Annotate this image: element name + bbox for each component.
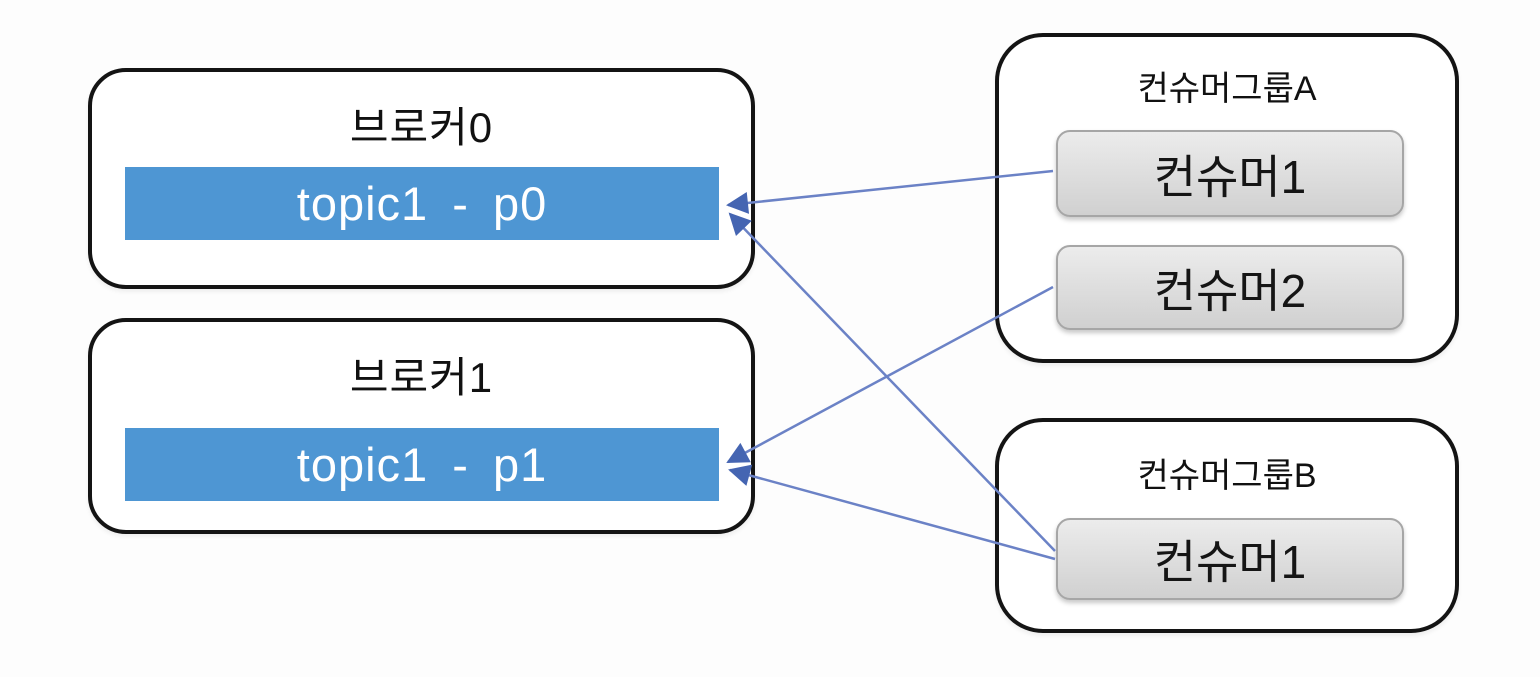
- group-a-consumer1-label: 컨슈머1: [1153, 150, 1307, 203]
- topic1-p1-bar: topic1 - p1: [125, 428, 719, 501]
- group-b-consumer1-label: 컨슈머1: [1153, 536, 1307, 588]
- consumer-group-b-title: 컨슈머그룹B: [1137, 457, 1317, 495]
- group-b-consumer1-box: 컨슈머1: [1056, 518, 1404, 600]
- group-a-consumer2-label: 컨슈머2: [1153, 264, 1307, 317]
- broker1-box: 브로커1 topic1 - p1: [88, 318, 755, 534]
- consumer-group-b-box: 컨슈머그룹B 컨슈머1: [995, 418, 1459, 633]
- topic1-p0-bar: topic1 - p0: [125, 167, 719, 240]
- group-a-consumer1-box: 컨슈머1: [1056, 130, 1404, 217]
- consumer-group-a-box: 컨슈머그룹A 컨슈머1 컨슈머2: [995, 33, 1459, 363]
- consumer-group-a-title: 컨슈머그룹A: [1137, 70, 1317, 108]
- broker1-title: 브로커1: [349, 354, 494, 401]
- topic1-p0-label: topic1 - p0: [296, 177, 548, 230]
- broker0-box: 브로커0 topic1 - p0: [88, 68, 755, 289]
- group-a-consumer2-box: 컨슈머2: [1056, 245, 1404, 330]
- broker0-title: 브로커0: [349, 104, 494, 151]
- topic1-p1-label: topic1 - p1: [296, 438, 548, 491]
